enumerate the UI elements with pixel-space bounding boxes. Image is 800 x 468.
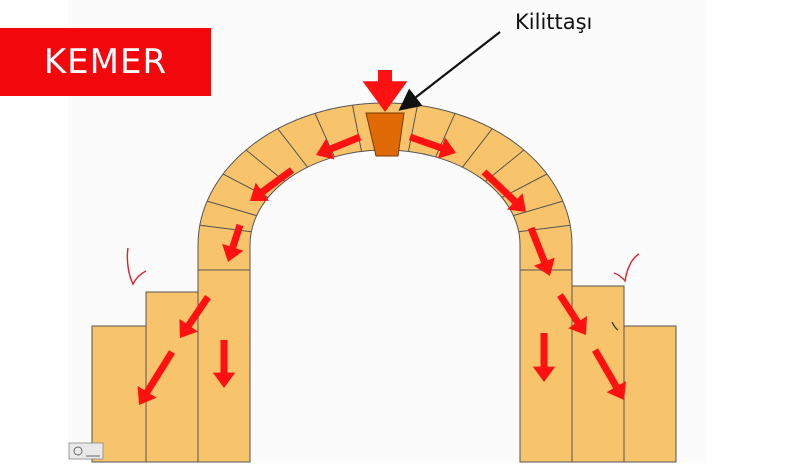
keystone-label: Kilittaşı bbox=[515, 10, 593, 34]
voussoir-joint bbox=[352, 105, 363, 152]
right-annotation-mark bbox=[613, 253, 640, 283]
force-arrow bbox=[557, 293, 587, 335]
cursor-mark bbox=[611, 321, 619, 331]
voussoir-joint bbox=[513, 200, 563, 217]
voussoir-joint bbox=[207, 200, 257, 217]
left-outer-block bbox=[91, 325, 147, 463]
force-arrow bbox=[481, 169, 526, 212]
keystone bbox=[365, 112, 405, 157]
force-arrow bbox=[592, 348, 626, 400]
voussoir-joint bbox=[199, 224, 252, 233]
title-badge: KEMER bbox=[0, 28, 211, 96]
voussoir-joint bbox=[518, 224, 571, 233]
force-arrow bbox=[179, 295, 211, 338]
right-middle-block bbox=[571, 285, 625, 463]
force-arrow bbox=[212, 340, 236, 388]
force-arrow bbox=[527, 226, 555, 276]
arch-ring bbox=[197, 102, 573, 271]
force-arrow bbox=[408, 133, 456, 159]
voussoir-joint bbox=[277, 128, 308, 168]
force-arrow bbox=[137, 350, 175, 405]
force-arrow bbox=[532, 333, 556, 382]
wall-blocks bbox=[91, 269, 677, 463]
left-annotation-mark bbox=[126, 247, 147, 286]
force-arrow bbox=[250, 167, 295, 201]
load-arrow bbox=[362, 70, 408, 112]
voussoir-joint bbox=[462, 128, 493, 168]
playback-control-icon[interactable] bbox=[68, 442, 104, 460]
force-arrow bbox=[222, 223, 244, 262]
force-arrow bbox=[316, 133, 362, 160]
keystone-pointer-arrow bbox=[398, 31, 501, 111]
force-arrows bbox=[137, 70, 626, 405]
voussoir-joint bbox=[407, 105, 418, 152]
right-outer-block bbox=[623, 325, 677, 463]
title-text: KEMER bbox=[43, 42, 168, 82]
